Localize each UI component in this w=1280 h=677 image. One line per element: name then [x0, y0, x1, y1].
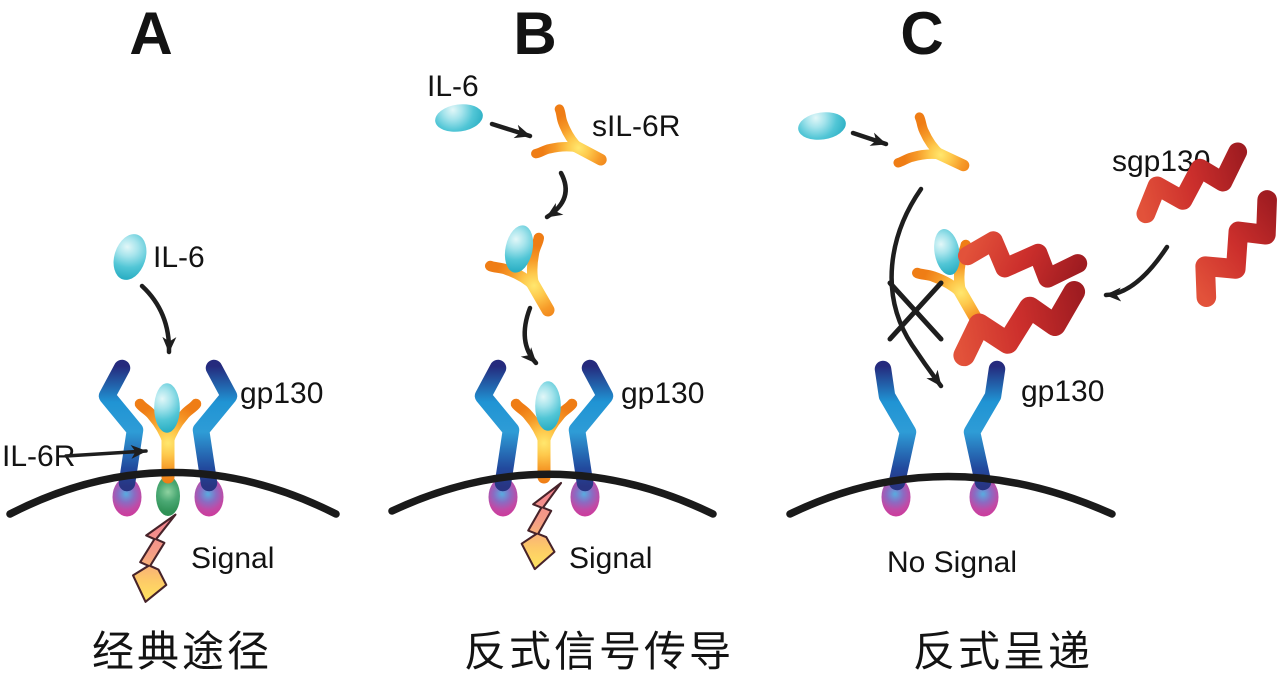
- gp130-label-c: gp130: [1021, 375, 1104, 408]
- arrow-complex-to-receptor-b: [520, 305, 539, 366]
- il6-bound-a: [154, 383, 180, 433]
- arrow-il6-to-sil6r-b: [489, 121, 533, 139]
- blocked-x-icon: [887, 280, 944, 342]
- sil6r-free-c: [898, 117, 974, 188]
- panel-a-letter: A: [129, 0, 172, 67]
- panel-a: A IL-6 gp130 IL-6R Signal 经典途径: [2, 0, 340, 675]
- arrow-il6-to-receptor-a: [139, 283, 177, 355]
- cell-membrane-c: [786, 472, 1116, 518]
- caption-b: 反式信号传导: [464, 628, 734, 675]
- gp130-right-a: [201, 368, 229, 483]
- il6-label-a: IL-6: [153, 241, 205, 274]
- sgp130-molecule-2: [1182, 200, 1280, 297]
- panel-b-letter: B: [513, 0, 556, 67]
- arrow-sgp130-to-complex-c: [1103, 244, 1170, 302]
- gp130-left-a: [107, 368, 135, 483]
- il6-ligand-free-c: [796, 109, 848, 143]
- panel-c: C sgp130: [786, 0, 1280, 675]
- gp130-right-c: [972, 369, 997, 482]
- caption-c: 反式呈递: [913, 628, 1093, 675]
- il6-ligand-free-a: [107, 229, 153, 285]
- arrow-sil6r-to-complex-b: [544, 170, 568, 220]
- gp130-left-c: [883, 369, 908, 482]
- gp130-label-b: gp130: [621, 377, 704, 410]
- il6-ligand-free-b: [433, 101, 485, 135]
- cell-membrane-a: [6, 468, 340, 518]
- il6-label-b: IL-6: [427, 70, 479, 103]
- no-signal-label-c: No Signal: [887, 546, 1017, 579]
- il6r-transmembrane-base-green: [156, 476, 180, 516]
- caption-a: 经典途径: [92, 628, 272, 675]
- sgp130-complex-bottom: [957, 292, 1082, 355]
- signal-label-b: Signal: [569, 542, 652, 575]
- il6-bound-b: [535, 381, 561, 431]
- cell-membrane-b: [388, 470, 717, 518]
- panel-c-letter: C: [900, 0, 943, 67]
- il6r-label-a: IL-6R: [2, 440, 75, 473]
- signal-bolt-icon-a: [131, 512, 177, 604]
- signal-label-a: Signal: [191, 542, 274, 575]
- gp130-label-a: gp130: [240, 377, 323, 410]
- sgp130-complex-top: [967, 221, 1077, 298]
- gp130-left-b: [483, 368, 511, 483]
- arrow-il6-to-sil6r-c: [850, 130, 889, 147]
- arrow-complex-to-receptor-c: [889, 186, 944, 389]
- gp130-right-b: [577, 368, 605, 483]
- sil6r-label-b: sIL-6R: [592, 110, 680, 143]
- signal-bolt-icon-b: [520, 481, 563, 571]
- arrow-il6r-pointer-a: [64, 444, 148, 459]
- panel-b: B IL-6 sIL-6R gp130 Signal: [388, 0, 734, 675]
